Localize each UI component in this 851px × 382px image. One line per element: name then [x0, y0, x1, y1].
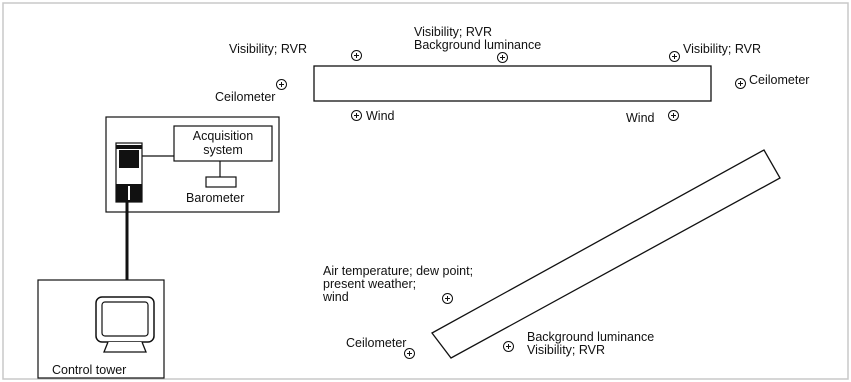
sensor-icon [669, 51, 680, 62]
sensor-icon [276, 79, 287, 90]
label-wind-diagonal: wind [323, 290, 349, 304]
label-wind-left: Wind [366, 109, 395, 123]
server-rack-icon [115, 142, 143, 203]
label-barometer: Barometer [186, 191, 245, 205]
runway-diagonal [431, 149, 781, 359]
sensor-icon [497, 52, 508, 63]
sensor-icon [735, 78, 746, 89]
sensor-icon [404, 348, 415, 359]
sensor-icon [351, 110, 362, 121]
label-visibility-rvr-top-right: Visibility; RVR [683, 42, 762, 56]
sensor-icon [351, 50, 362, 61]
acquisition-line-2: system [203, 143, 243, 157]
label-air-temperature: Air temperature; dew point; [323, 264, 474, 278]
runway-horizontal [313, 65, 712, 102]
barometer-icon [205, 176, 237, 188]
label-ceilometer-left: Ceilometer [215, 90, 276, 104]
label-control-tower: Control tower [52, 363, 127, 377]
sensor-icon [668, 110, 679, 121]
label-visibility-rvr-top-left: Visibility; RVR [229, 42, 308, 56]
label-background-luminance-top: Background luminance [414, 38, 542, 52]
sensor-icon [503, 341, 514, 352]
label-present-weather: present weather; [323, 277, 417, 291]
label-acquisition-system: Acquisition system [174, 129, 272, 157]
label-ceilometer-bottom: Ceilometer [346, 336, 407, 350]
label-ceilometer-right: Ceilometer [749, 73, 810, 87]
label-visibility-rvr-bottom: Visibility; RVR [527, 343, 606, 357]
acquisition-system-box [173, 125, 273, 162]
monitor-icon [95, 296, 155, 353]
label-visibility-rvr-top-center: Visibility; RVR [414, 25, 493, 39]
acquisition-line-1: Acquisition [192, 129, 254, 143]
label-background-luminance-bottom: Background luminance [527, 330, 655, 344]
label-wind-right: Wind [626, 111, 655, 125]
sensor-icon [442, 293, 453, 304]
